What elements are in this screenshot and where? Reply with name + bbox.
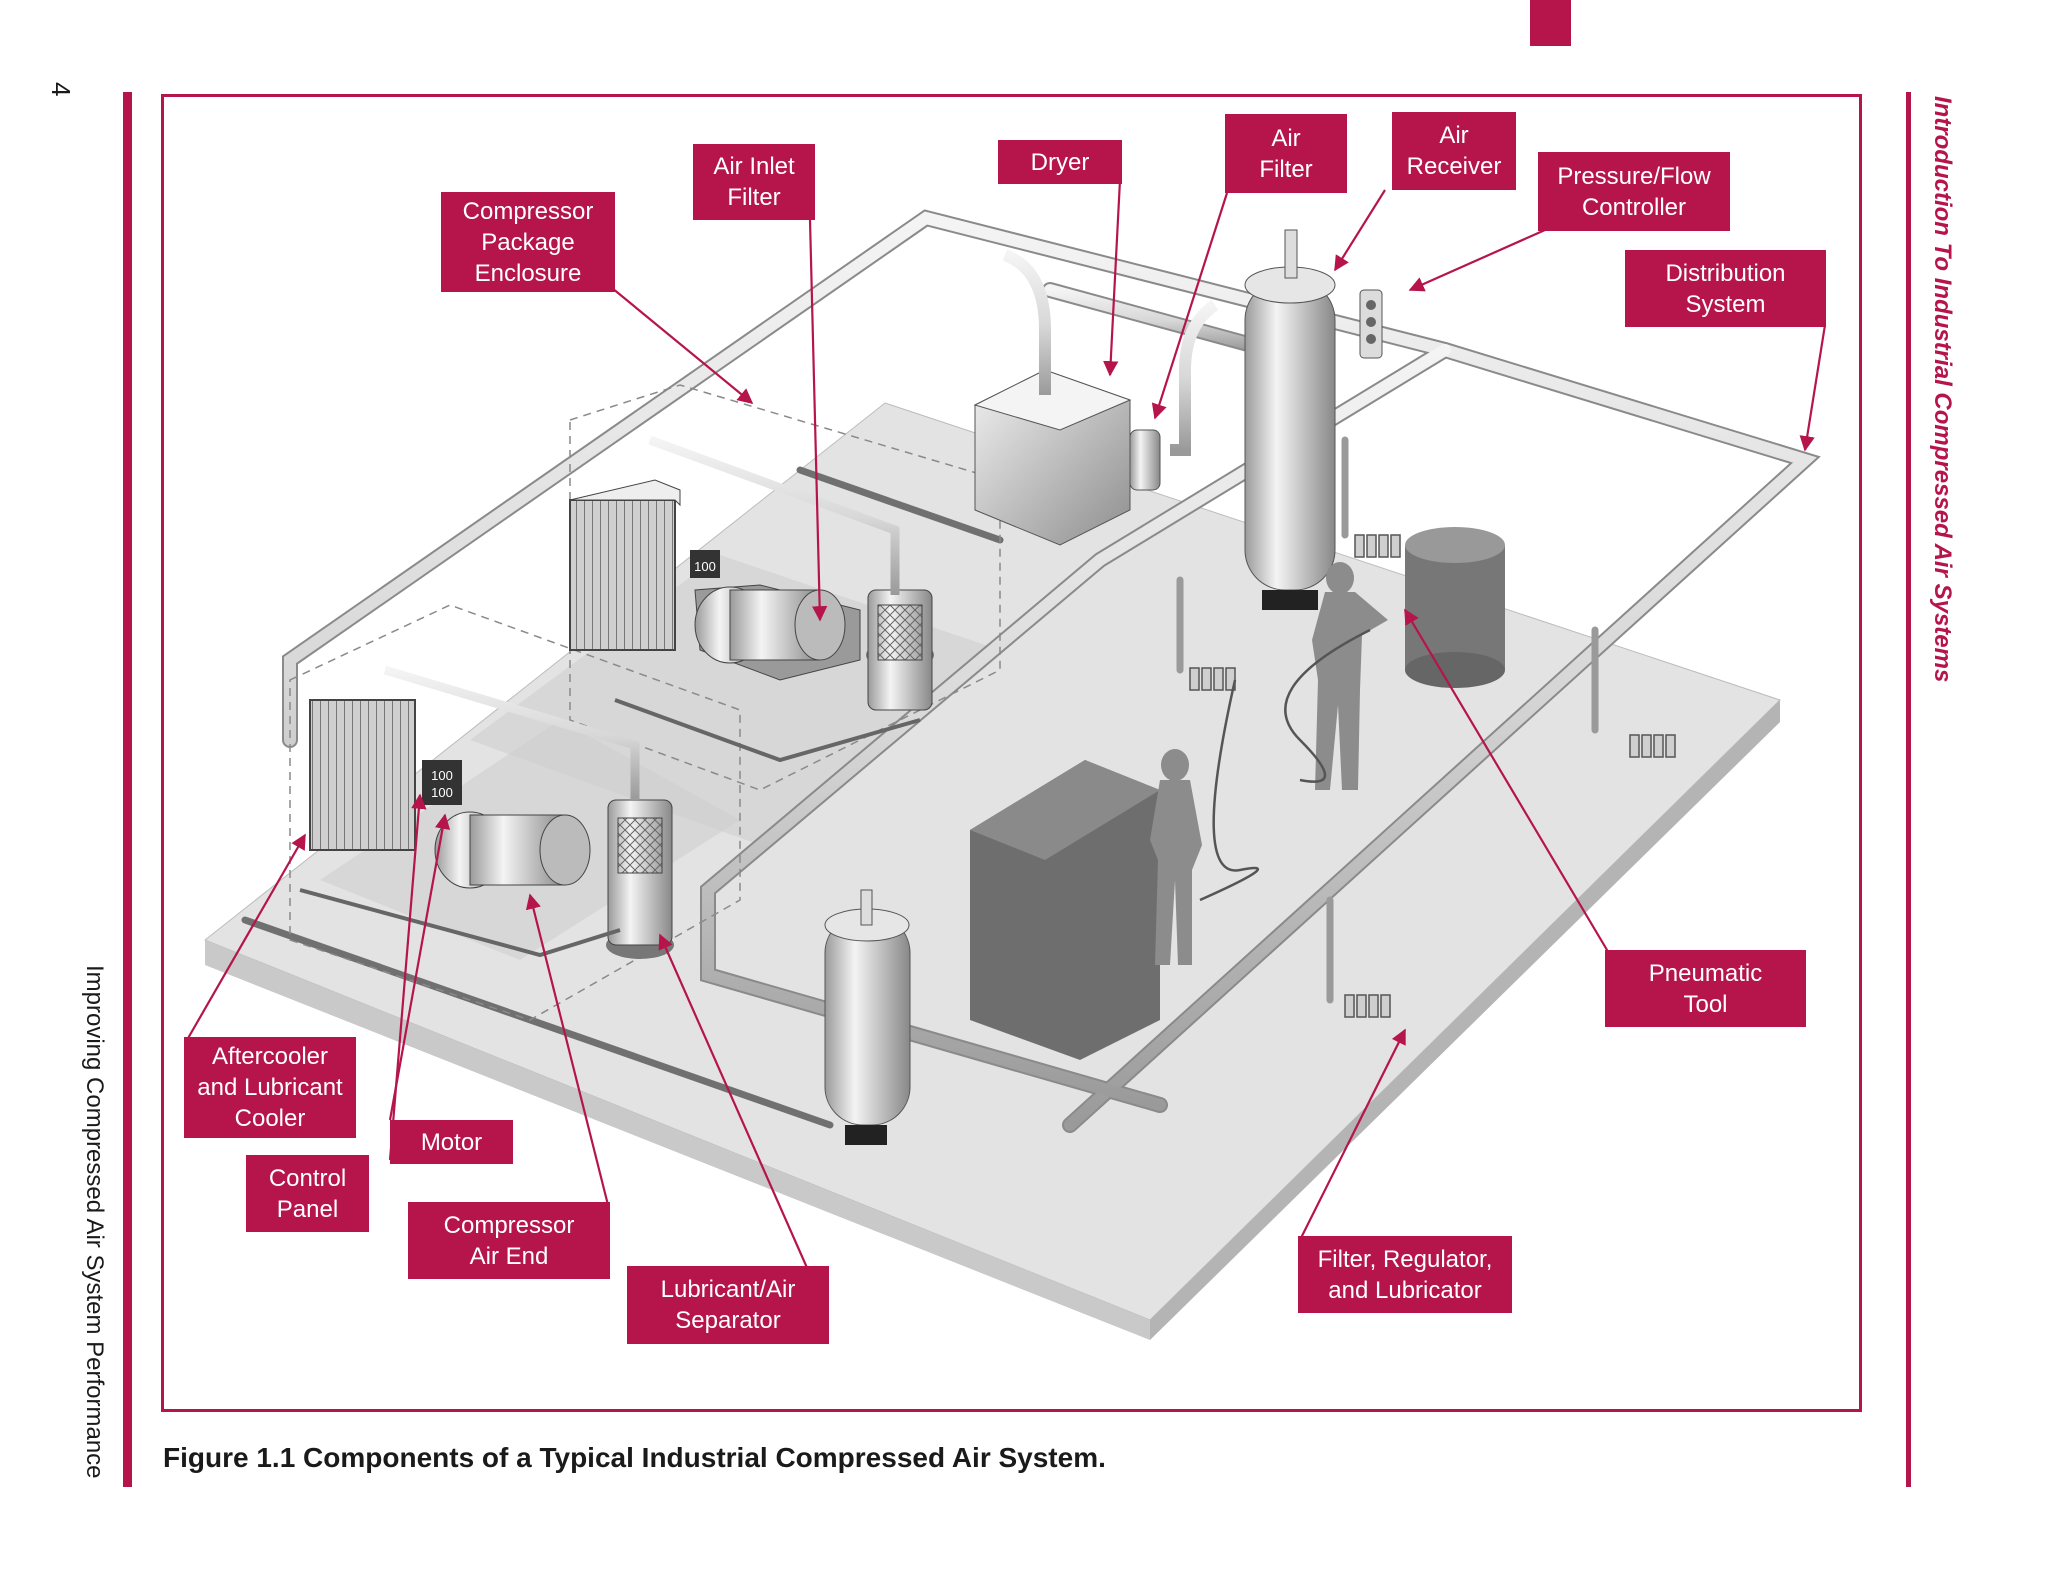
label-lubricant-air-separator: Lubricant/Air Separator [627, 1266, 829, 1344]
air-receiver-main [1244, 229, 1336, 610]
gauge-readout-front-1: 100 [431, 768, 453, 783]
section-tab [1530, 0, 1571, 46]
pressure-flow-controller [1359, 289, 1383, 359]
label-pressure-flow-controller: Pressure/Flow Controller [1538, 152, 1730, 231]
figure-caption: Figure 1.1 Components of a Typical Indus… [163, 1442, 1106, 1473]
air-hoses [1199, 628, 1371, 902]
label-control-panel: Control Panel [246, 1155, 369, 1232]
air-filter-unit [1129, 300, 1219, 491]
label-distribution-system: Distribution System [1625, 250, 1826, 327]
process-equipment [970, 527, 1505, 1060]
label-filter-regulator-lubricator: Filter, Regulator, and Lubricator [1298, 1236, 1512, 1313]
label-motor: Motor [390, 1120, 513, 1164]
package-enclosures [289, 384, 1001, 1021]
air-receiver-secondary [824, 889, 911, 1145]
gauge-readout-rear: 100 [694, 559, 716, 574]
compressor-package-front: 100 100 [299, 665, 674, 959]
figure-frame [161, 94, 1862, 1412]
gauge-readout-front-2: 100 [431, 785, 453, 800]
label-compressor-air-end: Compressor Air End [408, 1202, 610, 1279]
label-air-filter: Air Filter [1225, 114, 1347, 193]
leader-lines [186, 179, 1827, 1271]
workers [1150, 562, 1388, 965]
label-aftercooler-and-lubricant-cooler: Aftercooler and Lubricant Cooler [184, 1037, 356, 1138]
label-dryer: Dryer [998, 140, 1122, 184]
label-air-receiver: Air Receiver [1392, 112, 1516, 190]
dryer [973, 249, 1132, 546]
label-compressor-package-enclosure: Compressor Package Enclosure [441, 192, 615, 292]
label-pneumatic-tool: Pneumatic Tool [1605, 950, 1806, 1027]
left-margin-rule [123, 92, 132, 1487]
frl-units [1189, 534, 1676, 1018]
right-margin-rule [1906, 92, 1911, 1487]
label-air-inlet-filter: Air Inlet Filter [693, 144, 815, 220]
